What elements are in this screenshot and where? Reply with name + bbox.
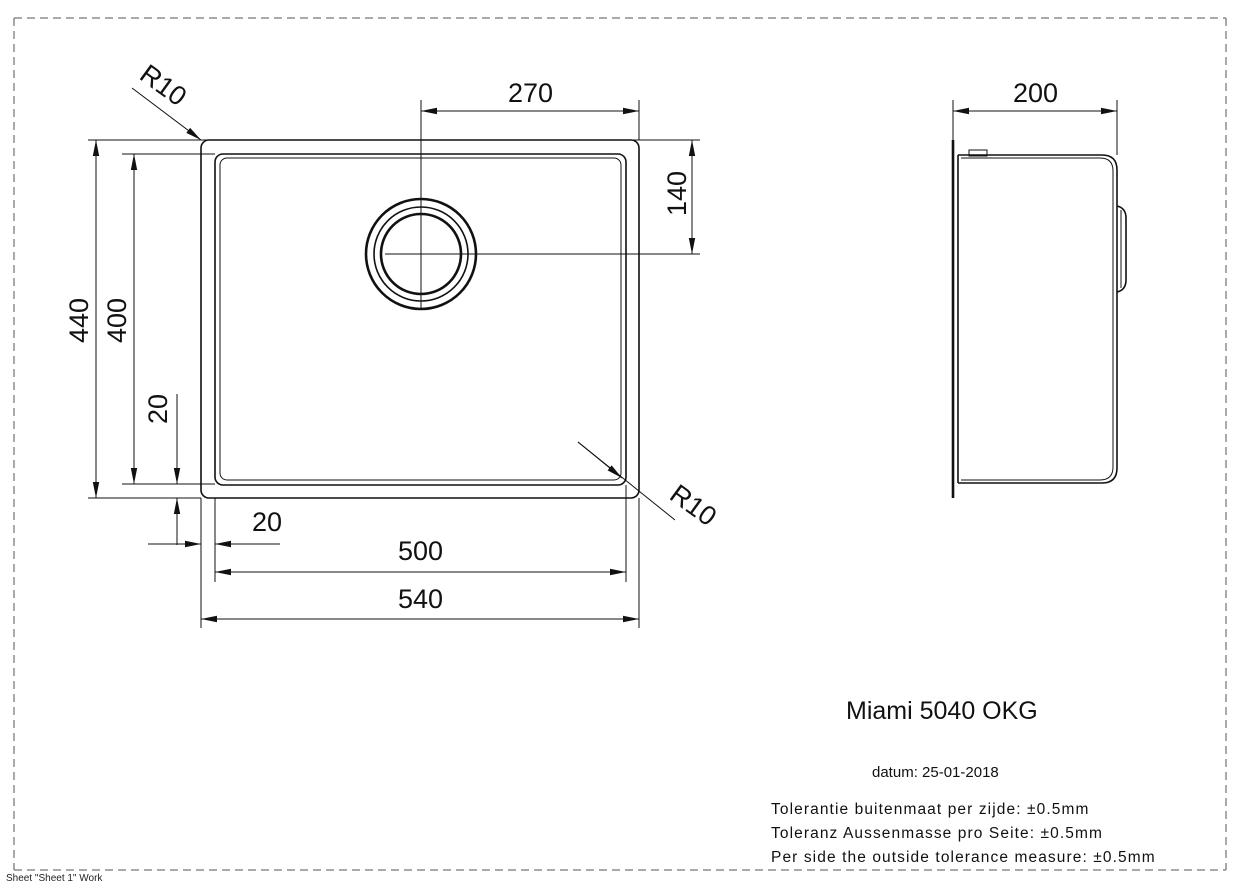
sink-top-view <box>200 100 700 499</box>
label-r10-bottom: R10 <box>664 479 722 532</box>
sheet-border <box>13 17 1227 871</box>
sheet-footer: Sheet "Sheet 1" Work <box>6 873 103 884</box>
label-140: 140 <box>662 171 692 216</box>
sink-side-view <box>951 100 1127 498</box>
dimension-labels: R10 270 140 440 400 20 20 500 540 R10 20… <box>64 59 1058 614</box>
label-20-vertical: 20 <box>143 394 173 424</box>
date-label: datum: 25-01-2018 <box>872 764 999 781</box>
label-440: 440 <box>64 298 94 343</box>
label-r10-top: R10 <box>134 59 192 112</box>
leader-r10-top <box>131 87 202 141</box>
label-540: 540 <box>398 584 443 614</box>
model-title: Miami 5040 OKG <box>846 697 1038 725</box>
label-400: 400 <box>102 298 132 343</box>
tolerance-dutch: Tolerantie buitenmaat per zijde: ±0.5mm <box>771 801 1090 818</box>
leader-r10-bottom <box>577 441 623 479</box>
label-20-horizontal: 20 <box>252 507 282 537</box>
dimension-lines <box>92 87 696 623</box>
label-500: 500 <box>398 536 443 566</box>
tolerance-german: Toleranz Aussenmasse pro Seite: ±0.5mm <box>771 825 1104 842</box>
label-200: 200 <box>1013 78 1058 108</box>
outer-rim <box>200 139 640 499</box>
extension-lines <box>88 100 700 628</box>
label-270: 270 <box>508 78 553 108</box>
tolerance-english: Per side the outside tolerance measure: … <box>771 849 1156 866</box>
